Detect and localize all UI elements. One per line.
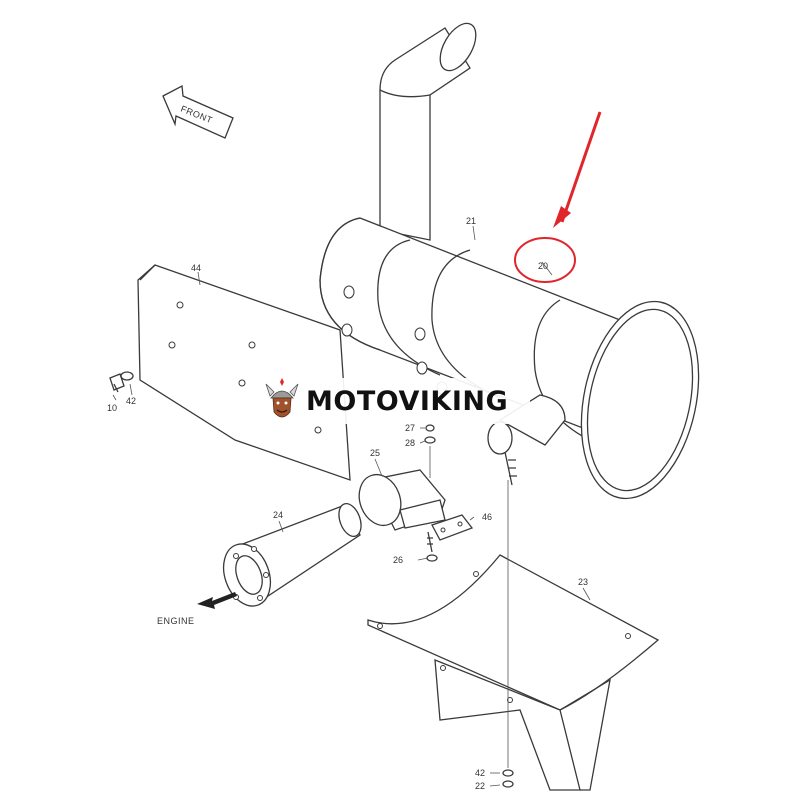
- callout-numbers: 44 21 20 10 42 27 28 25 24 46 26 23 42 2…: [107, 216, 588, 791]
- callout-26: 26: [393, 555, 403, 565]
- engine-label: ENGINE: [157, 616, 195, 626]
- highlight-marker: [514, 111, 602, 283]
- callout-24: 24: [273, 510, 283, 520]
- callout-27: 27: [405, 423, 415, 433]
- nut-washer-42-22: [502, 480, 514, 788]
- callout-21: 21: [466, 216, 476, 226]
- brand-name: MOTOVIKING: [306, 385, 509, 417]
- clamp-25: [358, 469, 446, 531]
- callout-20: 20: [538, 261, 548, 271]
- inlet-clamp: [487, 394, 566, 486]
- support-cradle-23: [367, 554, 660, 791]
- heat-shield-44: [137, 264, 351, 481]
- callout-44: 44: [191, 263, 201, 273]
- bolt-26: [426, 531, 438, 562]
- brand-watermark: MOTOVIKING: [262, 378, 530, 424]
- viking-helmet-icon: [265, 378, 299, 418]
- callout-10: 10: [107, 403, 117, 413]
- callout-46: 46: [482, 512, 492, 522]
- engine-direction-arrow: ENGINE: [157, 592, 237, 626]
- bracket-46: [431, 514, 474, 541]
- pipe-24: [222, 503, 362, 607]
- callout-22: 22: [475, 781, 485, 791]
- callout-28: 28: [405, 438, 415, 448]
- front-direction-arrow: FRONT: [162, 84, 234, 139]
- callout-42-bottom: 42: [475, 768, 485, 778]
- callout-25: 25: [370, 448, 380, 458]
- washers-27-28: [424, 424, 436, 478]
- exhaust-stack-pipe: [379, 22, 477, 241]
- bolt-10-washer-42: [109, 371, 134, 393]
- callout-42-top: 42: [126, 396, 136, 406]
- muffler-body: [319, 217, 700, 500]
- leader-lines: [112, 225, 591, 787]
- callout-23: 23: [578, 577, 588, 587]
